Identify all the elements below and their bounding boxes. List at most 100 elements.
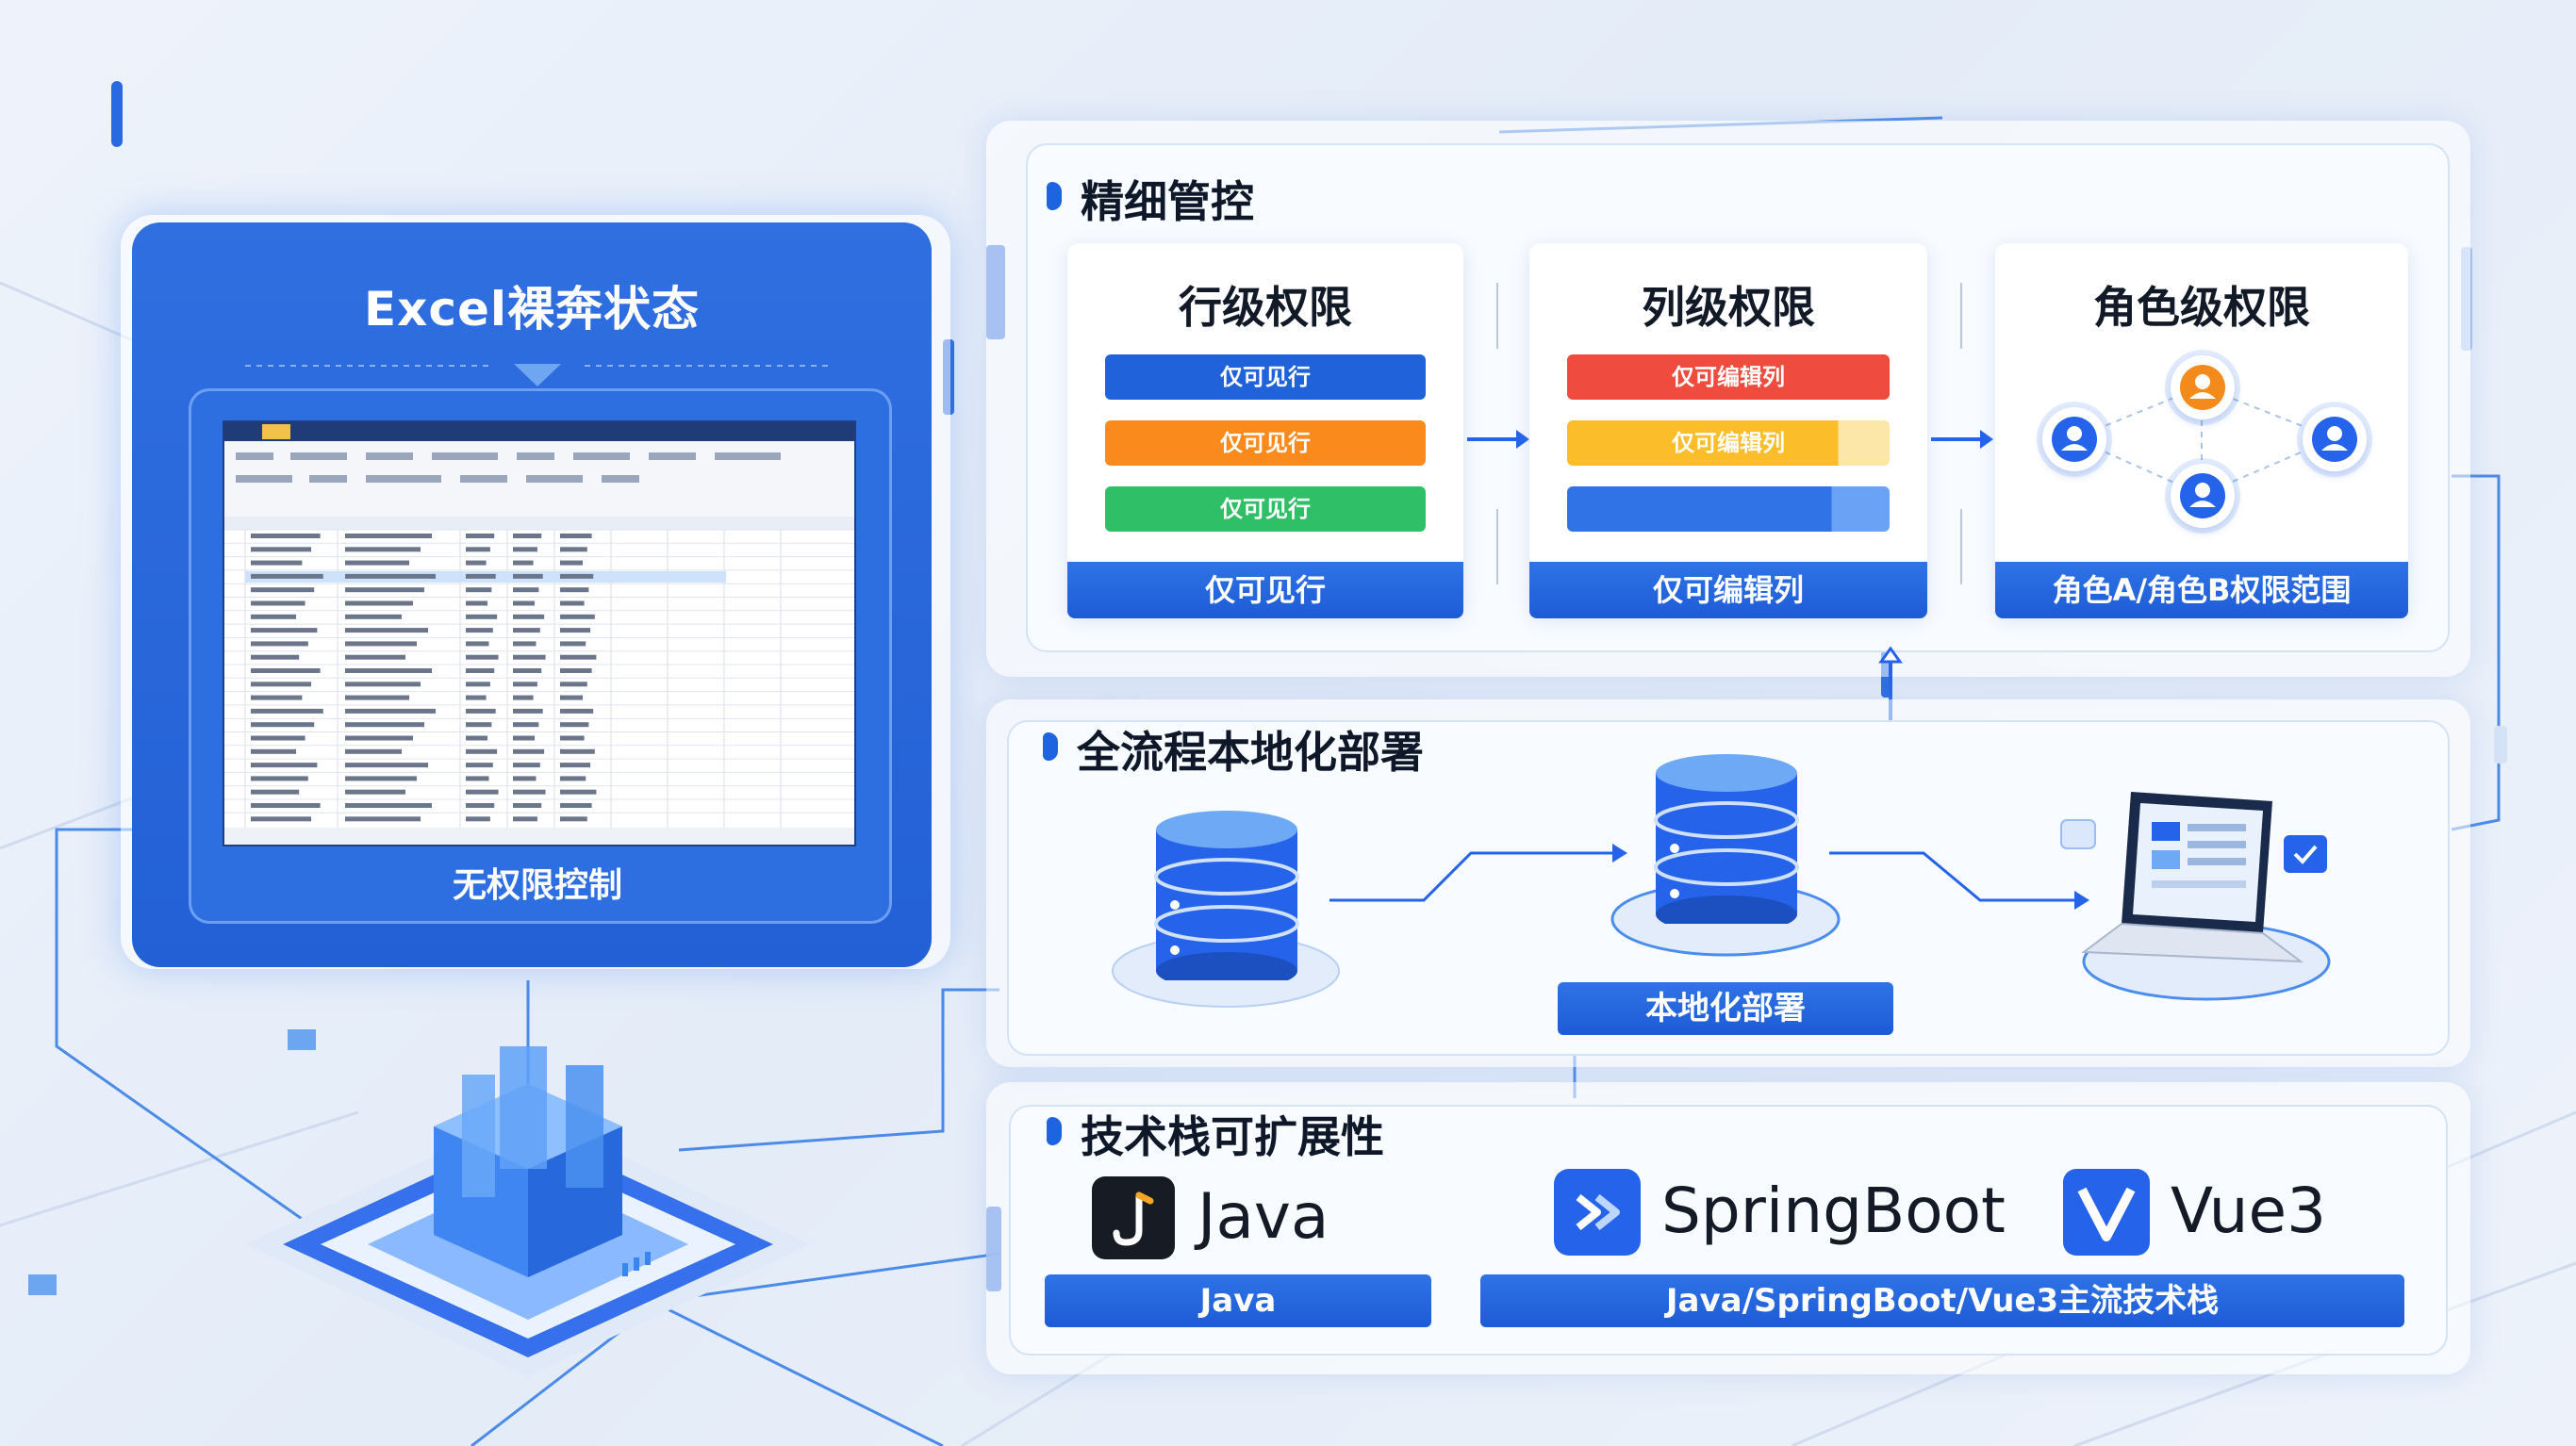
sheet-cell-text (560, 600, 585, 606)
sheet-cell-text (513, 547, 537, 552)
sheet-cell-text (466, 668, 495, 673)
sheet-cell-text (513, 763, 540, 768)
sheet-cell-text (466, 573, 496, 579)
sheet-cell-text (513, 816, 537, 822)
springboot-logo-icon (1554, 1169, 1641, 1256)
vue-logo-icon (2063, 1169, 2150, 1256)
section-marker (1047, 182, 1062, 210)
java-logo-icon (1092, 1176, 1175, 1259)
sheet-cell-text (345, 587, 424, 593)
row-permission-footer: 仅可见行 (1067, 562, 1463, 618)
sheet-cell-text (560, 560, 583, 566)
sheet-cell-text (466, 641, 489, 647)
arrow-right-icon (1931, 283, 1993, 584)
cube-chip-illustration (245, 1046, 811, 1376)
sheet-cell-text (560, 763, 590, 768)
sheet-cell-text (560, 708, 594, 714)
sheet-cell-text (466, 789, 499, 795)
spreadsheet-grid (224, 422, 854, 845)
tech-vue-name: Vue3 (2171, 1175, 2327, 1247)
excel-spreadsheet (223, 420, 856, 846)
sheet-cell-text (251, 748, 296, 754)
sheet-cell-text (560, 614, 595, 619)
sheet-cell-text (560, 789, 597, 795)
sheet-cell-text (513, 560, 534, 566)
sheet-cell-text (345, 789, 405, 795)
sheet-cell-text (251, 587, 315, 593)
sheet-cell-text (466, 614, 498, 619)
java-label: Java (1045, 1274, 1431, 1327)
sheet-cell-text (345, 816, 421, 822)
sheet-cell-text (466, 776, 489, 781)
sheet-cell-text (513, 803, 542, 808)
sheet-cell-text (513, 628, 540, 633)
sheet-cell-text (560, 547, 587, 552)
sheet-cell-text (466, 600, 488, 606)
sheet-cell-text (251, 682, 311, 687)
sheet-cell-text (251, 600, 305, 606)
sheet-cell-text (345, 547, 421, 552)
sheet-cell-text (251, 534, 321, 538)
sheet-cell-text (466, 735, 488, 741)
database-icon (1654, 754, 1799, 924)
sheet-cell-text (345, 748, 402, 754)
column-permission-footer: 仅可编辑列 (1529, 562, 1927, 618)
sheet-cell-text (251, 735, 305, 741)
sheet-cell-text (560, 722, 589, 728)
section-marker (1043, 732, 1058, 761)
sheet-cell-text (560, 816, 587, 822)
sheet-cell-text (560, 668, 592, 673)
sheet-cell-text (251, 708, 323, 714)
sheet-cell-text (251, 695, 303, 700)
sheet-cell-text (513, 748, 545, 754)
user-icon (2171, 355, 2235, 419)
tech-springboot-name: SpringBoot (1661, 1175, 2006, 1247)
sheet-cell-text (513, 668, 542, 673)
sheet-cell-text (345, 682, 421, 687)
sheet-cell-text (466, 560, 487, 566)
sheet-cell-text (560, 776, 586, 781)
tech-stack-label: Java/SpringBoot/Vue3主流技术栈 (1480, 1274, 2404, 1327)
local-deploy-label: 本地化部署 (1558, 982, 1893, 1035)
sheet-cell-text (251, 776, 308, 781)
sheet-cell-text (513, 695, 534, 700)
sheet-cell-text (345, 722, 424, 728)
sheet-cell-text (466, 695, 487, 700)
sheet-cell-text (513, 735, 536, 741)
sheet-cell-text (466, 748, 498, 754)
sheet-cell-text (513, 534, 542, 538)
laptop-icon (2060, 792, 2327, 963)
sheet-cell-text (345, 600, 413, 606)
sheet-cell-text (513, 722, 539, 728)
column-bar-yellow: 仅可编辑列 (1567, 420, 1890, 466)
sheet-cell-text (251, 789, 300, 795)
sheet-cell-text (560, 748, 595, 754)
sheet-cell-text (345, 654, 405, 660)
database-icon (1154, 811, 1299, 980)
sheet-cell-text (560, 682, 587, 687)
sheet-cell-text (560, 628, 590, 633)
sheet-cell-text (466, 722, 492, 728)
sheet-cell-text (345, 695, 409, 700)
role-permission-footer: 角色A/角色B权限范围 (1995, 562, 2408, 618)
column-bar-red: 仅可编辑列 (1567, 354, 1890, 400)
sheet-cell-text (560, 641, 586, 647)
sheet-cell-text (251, 641, 308, 647)
row-bar-green: 仅可见行 (1105, 486, 1426, 532)
sheet-cell-text (251, 668, 321, 673)
sheet-cell-text (513, 708, 543, 714)
sheet-cell-text (345, 708, 436, 714)
row-bar-blue: 仅可见行 (1105, 354, 1426, 400)
sheet-cell-text (513, 682, 537, 687)
sheet-cell-text (251, 547, 311, 552)
sheet-cell-text (560, 735, 585, 741)
sheet-cell-text (466, 708, 496, 714)
sheet-cell-text (345, 614, 402, 619)
sheet-cell-text (513, 641, 537, 647)
sheet-cell-text (251, 573, 323, 579)
sheet-cell-text (251, 763, 318, 768)
sheet-cell-text (466, 534, 495, 538)
sheet-cell-text (466, 628, 493, 633)
sheet-cell-text (513, 600, 536, 606)
sheet-cell-text (345, 776, 417, 781)
